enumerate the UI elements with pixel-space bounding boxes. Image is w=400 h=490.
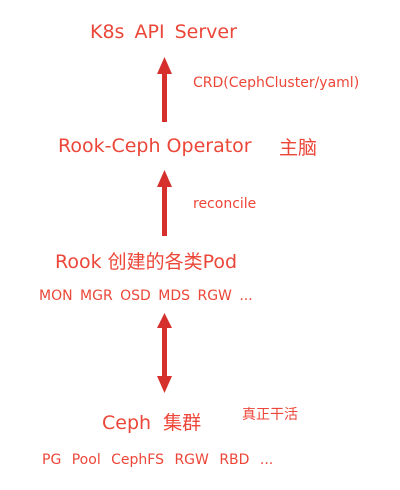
crd-annotation: CRD(CephCluster/yaml) — [193, 75, 360, 91]
does-work-annotation: 真正干活 — [242, 407, 298, 423]
k8s-api-server-label: K8s API Server — [90, 21, 237, 43]
pod-types-list: MON MGR OSD MDS RGW ... — [39, 288, 253, 304]
reconcile-annotation: reconcile — [193, 196, 257, 212]
arrow-pods-ceph-bidirectional — [157, 313, 172, 393]
arrow-pods-to-operator — [157, 170, 172, 236]
arrow-operator-to-api — [157, 57, 172, 122]
rook-pods-label: Rook 创建的各类Pod — [55, 251, 238, 273]
brain-annotation: 主脑 — [279, 137, 318, 159]
rook-ceph-operator-label: Rook-Ceph Operator — [58, 135, 252, 157]
ceph-cluster-label: Ceph 集群 — [102, 412, 202, 434]
ceph-features-list: PG Pool CephFS RGW RBD ... — [42, 452, 274, 468]
